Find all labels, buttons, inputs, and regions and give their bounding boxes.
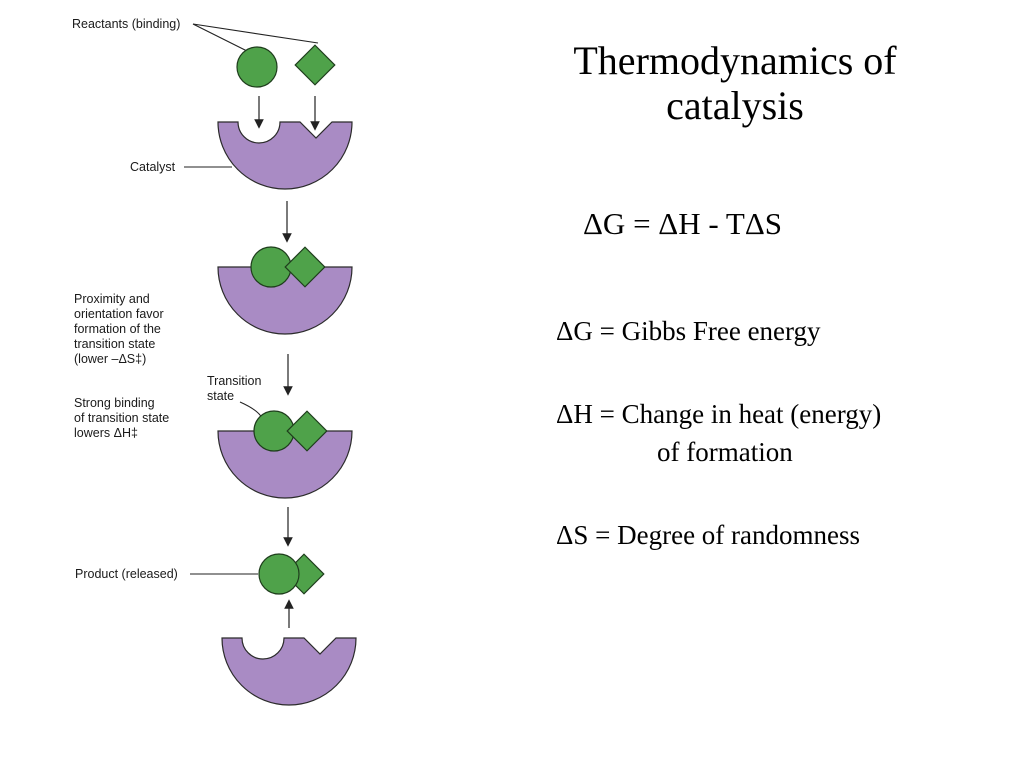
product-circle bbox=[258, 553, 300, 595]
catalysis-diagram: Reactants (binding) Catalyst Proximity a… bbox=[0, 0, 480, 768]
reactant-circle bbox=[236, 46, 278, 88]
label-transition-line: Transition bbox=[207, 374, 262, 388]
catalysis-diagram-graphic bbox=[184, 23, 357, 706]
label-transition-line: state bbox=[207, 389, 235, 403]
label-catalyst: Catalyst bbox=[130, 160, 176, 174]
definition-s: ΔS = Degree of randomness bbox=[556, 520, 861, 550]
slide-title: Thermodynamics of catalysis bbox=[520, 38, 950, 128]
label-proximity: Proximity and orientation favor formatio… bbox=[74, 292, 164, 367]
leader-line-reactant-circle bbox=[192, 23, 250, 53]
reactant-diamond bbox=[294, 44, 336, 86]
bound-diamond bbox=[284, 246, 326, 288]
label-proximity-line: (lower –ΔS‡) bbox=[74, 352, 147, 366]
catalyst-empty bbox=[217, 121, 353, 190]
label-strong-binding-line: of transition state bbox=[74, 411, 170, 425]
leader-line-reactant-diamond bbox=[192, 23, 319, 44]
gibbs-equation: ΔG = ΔH - TΔS bbox=[583, 206, 783, 241]
label-proximity-line: formation of the bbox=[74, 322, 161, 336]
label-proximity-line: Proximity and bbox=[74, 292, 150, 306]
leader-lines bbox=[184, 23, 319, 575]
definition-h-line: ΔH = Change in heat (energy) bbox=[556, 399, 882, 429]
definition-h-continuation: of formation bbox=[657, 437, 793, 467]
label-proximity-line: transition state bbox=[74, 337, 156, 351]
leader-line-transition-state bbox=[239, 401, 263, 419]
label-strong-binding: Strong binding of transition state lower… bbox=[74, 396, 169, 441]
catalyst-released bbox=[221, 637, 357, 706]
label-proximity-line: orientation favor bbox=[74, 307, 164, 321]
slide-title-line: Thermodynamics of bbox=[573, 38, 897, 83]
catalyst-bound bbox=[217, 266, 353, 335]
transition-diamond bbox=[286, 410, 328, 452]
definition-h: ΔH = Change in heat (energy) of formatio… bbox=[556, 395, 881, 471]
label-product: Product (released) bbox=[75, 567, 178, 581]
slide-title-line: catalysis bbox=[666, 83, 804, 128]
label-strong-binding-line: lowers ΔH‡ bbox=[74, 426, 138, 440]
label-strong-binding-line: Strong binding bbox=[74, 396, 155, 410]
catalyst-transition bbox=[217, 430, 353, 499]
label-reactants: Reactants (binding) bbox=[72, 17, 181, 31]
label-transition-state: Transition state bbox=[207, 374, 261, 404]
definition-g: ΔG = Gibbs Free energy bbox=[556, 316, 821, 346]
